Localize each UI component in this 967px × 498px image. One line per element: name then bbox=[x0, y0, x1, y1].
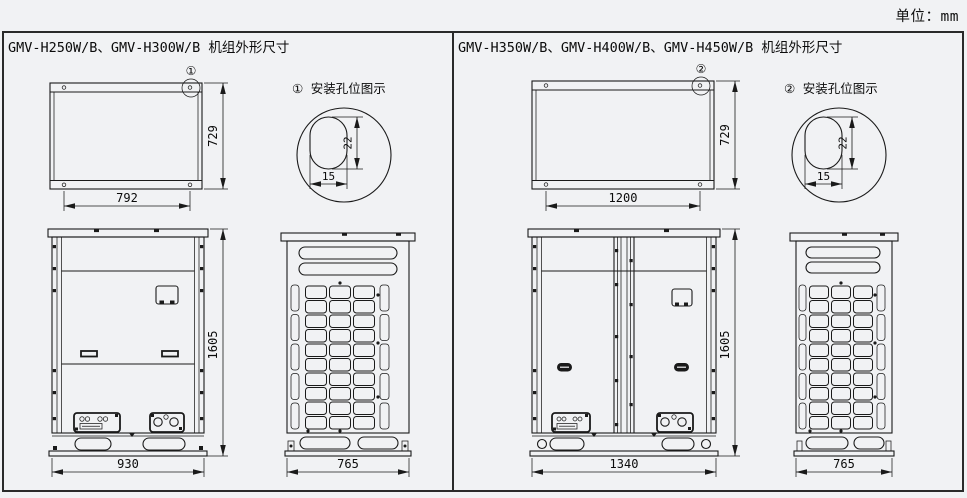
vent-slot bbox=[161, 350, 179, 358]
dim-height-top-view-left: 729 bbox=[204, 82, 228, 190]
side-slots bbox=[290, 284, 390, 430]
dim-label: 729 bbox=[718, 124, 732, 146]
hole-marker-2: ② bbox=[696, 62, 707, 76]
valve-assembly-a bbox=[551, 412, 591, 433]
dim-label: 15 bbox=[322, 170, 335, 183]
hole-callout-ring bbox=[181, 78, 201, 98]
electric-box-plate bbox=[671, 288, 693, 307]
valve-assembly-a bbox=[73, 412, 121, 433]
dim-width-side-right: 765 bbox=[795, 457, 893, 477]
panel-right-drawing: ② 729 1200 ② 安装孔位图示 bbox=[527, 62, 899, 477]
valve-assembly-b bbox=[656, 412, 694, 433]
dim-slot-height-right: 22 bbox=[827, 116, 858, 170]
rail-screws bbox=[533, 245, 715, 421]
dim-height-front-right: 1605 bbox=[718, 228, 740, 457]
dim-label: 1605 bbox=[206, 331, 220, 360]
grille-screws bbox=[808, 281, 877, 433]
front-view-left: 1605 930 bbox=[47, 228, 228, 477]
dim-label: 1200 bbox=[609, 191, 638, 205]
dim-slot-width-left: 15 bbox=[309, 155, 348, 189]
dim-width-side-left: 765 bbox=[286, 457, 410, 477]
dim-label: 22 bbox=[342, 136, 355, 149]
base-right-front bbox=[529, 432, 719, 457]
dim-width-top-view-right: 1200 bbox=[545, 191, 701, 211]
dim-label: 1340 bbox=[610, 457, 639, 471]
hole-detail-right: ② 安装孔位图示 22 15 bbox=[784, 81, 887, 203]
dim-label: 765 bbox=[337, 457, 359, 471]
front-view-right: 1605 1340 bbox=[527, 228, 740, 477]
door-handles bbox=[557, 363, 689, 372]
dim-height-top-view-right: 729 bbox=[716, 80, 740, 190]
hole-marker-1: ① bbox=[186, 64, 197, 78]
dim-label: 792 bbox=[116, 191, 138, 205]
hole-detail-label: ① 安装孔位图示 bbox=[292, 81, 386, 96]
dim-width-top-view-left: 792 bbox=[63, 191, 191, 211]
base-left-side bbox=[284, 432, 412, 457]
dim-slot-height-left: 22 bbox=[332, 116, 363, 170]
panel-left-drawing: ① 729 792 ① 安装孔位图示 bbox=[47, 64, 416, 477]
rail-screws bbox=[52, 245, 204, 421]
unit-label: 单位：mm bbox=[895, 9, 959, 25]
dim-label: 1605 bbox=[718, 331, 732, 360]
panel-left-title: GMV-H250W/B、GMV-H300W/B 机组外形尺寸 bbox=[8, 40, 290, 56]
side-view-right: 765 bbox=[789, 232, 899, 477]
vent-slot bbox=[80, 350, 98, 358]
base-left-front bbox=[48, 432, 208, 457]
center-rail bbox=[613, 237, 635, 433]
dim-label: 930 bbox=[117, 457, 139, 471]
hole-detail-left: ① 安装孔位图示 22 15 bbox=[292, 81, 392, 203]
base-right-side bbox=[793, 432, 895, 457]
valve-assembly-b bbox=[149, 412, 185, 433]
dim-label: 729 bbox=[206, 125, 220, 147]
dim-label: 15 bbox=[817, 170, 830, 183]
hole-callout-ring bbox=[691, 76, 711, 96]
side-slots bbox=[798, 284, 886, 430]
grille-screws bbox=[306, 281, 380, 433]
dim-height-front-left: 1605 bbox=[206, 228, 228, 457]
panel-left: GMV-H250W/B、GMV-H300W/B 机组外形尺寸 ① bbox=[4, 33, 454, 490]
dim-label: 22 bbox=[837, 136, 850, 149]
dim-label: 765 bbox=[833, 457, 855, 471]
top-view-right: ② 729 1200 bbox=[531, 62, 740, 211]
panel-right-title: GMV-H350W/B、GMV-H400W/B、GMV-H450W/B 机组外形… bbox=[458, 40, 843, 56]
side-view-left: 765 bbox=[280, 232, 416, 477]
dim-width-front-left: 930 bbox=[51, 457, 205, 477]
coil-guard-grille bbox=[808, 285, 874, 430]
panel-right: GMV-H350W/B、GMV-H400W/B、GMV-H450W/B 机组外形… bbox=[454, 33, 962, 490]
drawing-frame: GMV-H250W/B、GMV-H300W/B 机组外形尺寸 ① bbox=[2, 31, 964, 492]
top-view-left: ① 729 792 bbox=[49, 64, 228, 211]
electric-box-plate bbox=[155, 285, 179, 305]
dim-slot-width-right: 15 bbox=[804, 155, 843, 189]
dim-width-front-right: 1340 bbox=[531, 457, 717, 477]
coil-guard-grille bbox=[304, 285, 376, 430]
hole-detail-label: ② 安装孔位图示 bbox=[784, 81, 878, 96]
